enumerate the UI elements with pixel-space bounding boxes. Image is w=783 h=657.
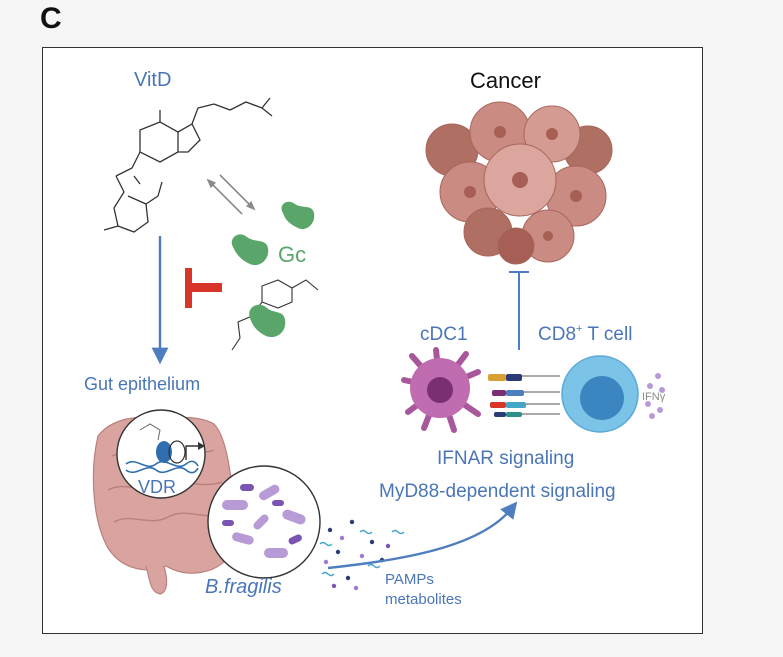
- cdc1-cell-icon: [401, 347, 481, 433]
- ifng-particles: [645, 373, 665, 419]
- gut-epithelium-label: Gut epithelium: [84, 374, 200, 394]
- bfragilis-zoom-circle: [207, 465, 321, 579]
- vdr-label: VDR: [138, 477, 176, 497]
- cd8-sup: +: [576, 323, 582, 335]
- ifnar-signaling-label: IFNAR signaling: [437, 448, 574, 469]
- pamps-label: PAMPs: [385, 571, 434, 588]
- cd8-tcell-icon: [561, 355, 639, 433]
- cd8-tcell-label: CD8+ T cell: [538, 323, 632, 345]
- binding-arrow-forward: [219, 174, 256, 211]
- cdc1-label: cDC1: [420, 324, 468, 345]
- panel-letter: C: [40, 2, 62, 35]
- metabolites-label: metabolites: [385, 591, 462, 608]
- vitd-molecule: [103, 97, 273, 233]
- gc-label: Gc: [278, 242, 306, 267]
- cd8-rest: T cell: [582, 324, 632, 345]
- vitd-label: VitD: [134, 69, 171, 91]
- inhibition-symbol: [185, 268, 222, 308]
- cancer-label: Cancer: [470, 68, 541, 93]
- vitd-gc-complex: [231, 279, 319, 351]
- signaling-curved-arrow: [327, 501, 518, 570]
- binding-arrow-reverse: [206, 178, 243, 215]
- gc-protein-icon: [231, 201, 315, 266]
- receptor-ligand-pairs: [488, 374, 560, 417]
- cd8-main: CD8: [538, 324, 576, 345]
- bfragilis-label: B.fragilis: [205, 576, 282, 598]
- vdr-zoom-circle: [116, 409, 206, 499]
- ifng-label: IFNγ: [642, 391, 666, 403]
- myd88-signaling-label: MyD88-dependent signaling: [379, 481, 616, 502]
- tcell-inhibition-symbol: [509, 271, 529, 350]
- cancer-cell-cluster: [425, 101, 613, 265]
